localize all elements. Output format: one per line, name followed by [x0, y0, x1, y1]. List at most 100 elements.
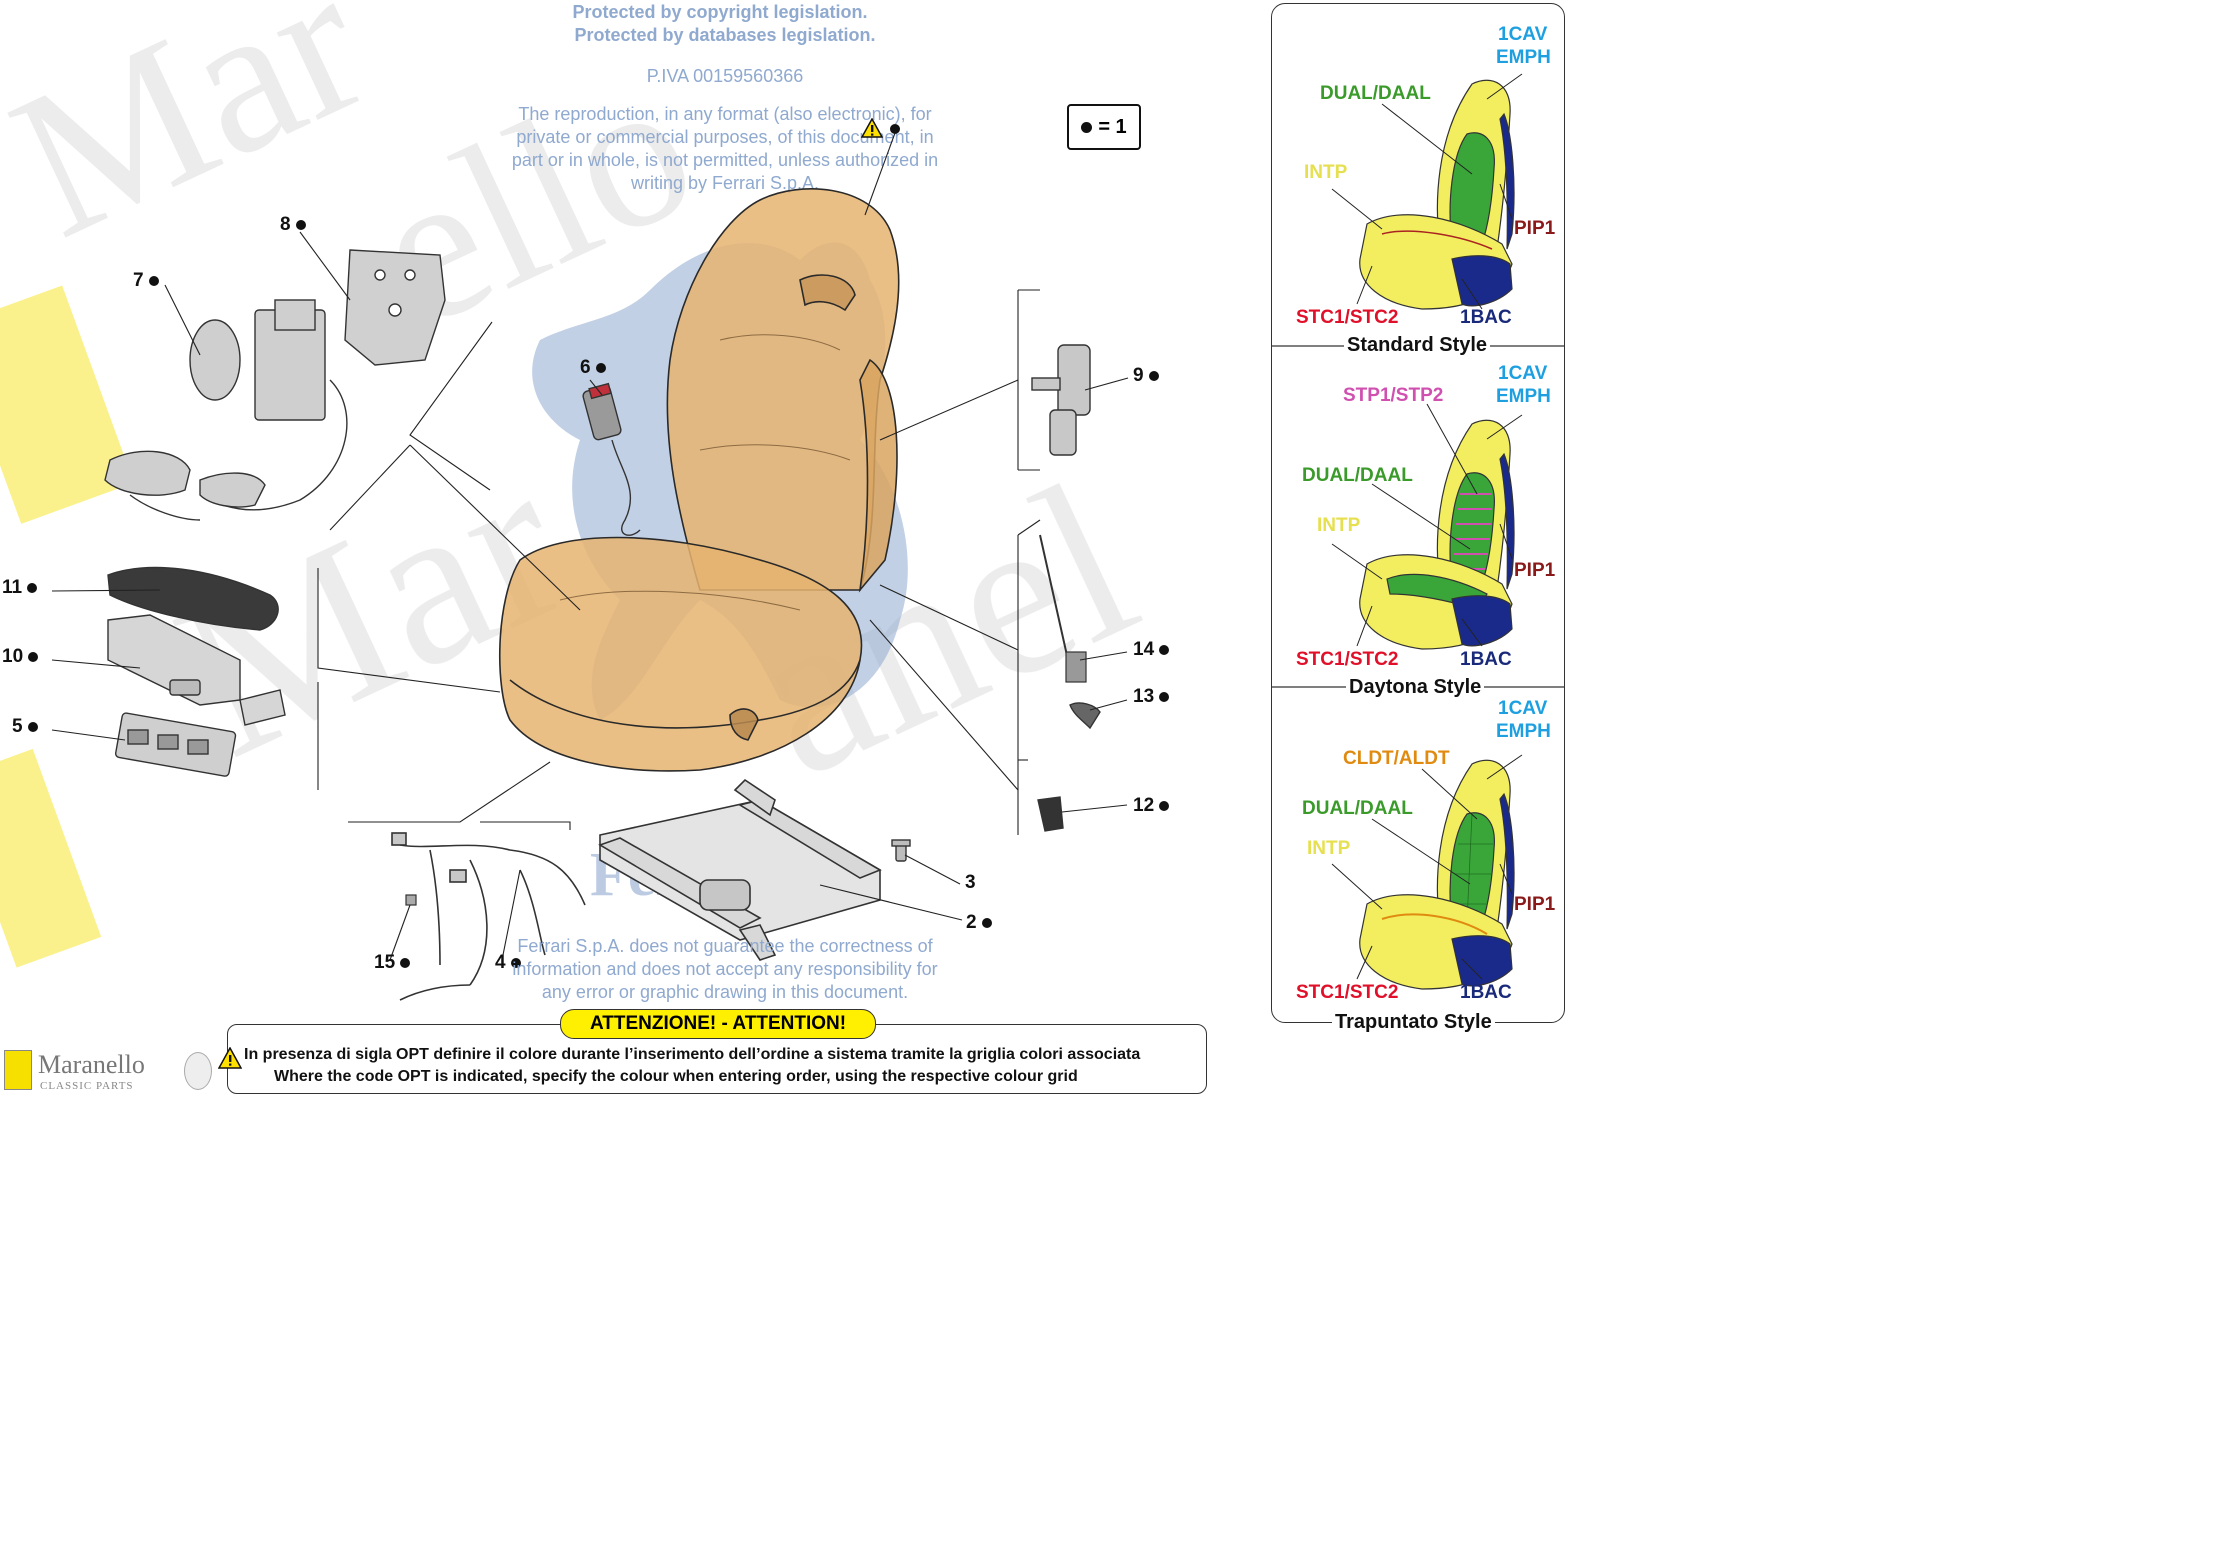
callout-15: 15: [374, 952, 411, 974]
callout-3-label: 3: [965, 872, 976, 893]
seat-callout-dot: [890, 124, 900, 134]
std-label-1bac: 1BAC: [1460, 307, 1512, 328]
callout-5: 5: [12, 716, 38, 738]
attention-warning-icon: [218, 1047, 242, 1069]
copyright-line-2: Protected by databases legislation.: [574, 25, 876, 45]
attention-title: ATTENZIONE! - ATTENTION!: [560, 1009, 876, 1039]
std-label-dual: DUAL/DAAL: [1320, 83, 1431, 104]
leader-lines: [51, 132, 1129, 961]
part-8-back-plate: [344, 249, 446, 366]
trap-label-dual: DUAL/DAAL: [1302, 798, 1413, 819]
callout-dot: [595, 362, 606, 373]
attention-text-english: Where the code OPT is indicated, specify…: [274, 1068, 1078, 1085]
disclaimer-line-2: information and does not accept any resp…: [512, 959, 938, 979]
callout-dot: [295, 219, 306, 230]
standard-style-title: Standard Style: [1344, 334, 1491, 357]
std-label-1cav: 1CAV: [1498, 24, 1548, 45]
disclaimer-line-1: Ferrari S.p.A. does not guarantee the co…: [517, 936, 933, 956]
warning-icon: [861, 118, 883, 138]
maranello-logo: Maranello CLASSIC PARTS: [4, 1048, 214, 1094]
standard-seat-illustration: [1359, 79, 1515, 310]
callout-dot: [28, 651, 39, 662]
callout-12: 12: [1133, 795, 1170, 817]
callout-dot: [1159, 644, 1170, 655]
callout-dot: [981, 917, 992, 928]
callout-9-label: 9: [1133, 365, 1144, 386]
std-label-intp: INTP: [1304, 162, 1348, 183]
legend-dot: [1081, 121, 1093, 133]
callout-6: 6: [580, 357, 606, 379]
callout-dot: [1159, 800, 1170, 811]
attention-text-italian: In presenza di sigla OPT definire il col…: [244, 1046, 1141, 1063]
part-9-motor: [1031, 344, 1091, 456]
reproduction-line-4: writing by Ferrari S.p.A.: [630, 173, 820, 193]
quantity-legend: = 1: [1067, 104, 1141, 150]
part-2-seat-rails: [598, 778, 882, 961]
callout-8-label: 8: [280, 214, 291, 235]
day-label-dual: DUAL/DAAL: [1302, 465, 1413, 486]
trap-label-pip1: PIP1: [1514, 894, 1556, 915]
piva-text: P.IVA 00159560366: [646, 66, 804, 86]
part-10-cushion-frame: [107, 614, 286, 726]
logo-subtitle: CLASSIC PARTS: [40, 1080, 134, 1092]
day-label-1bac: 1BAC: [1460, 649, 1512, 670]
callout-dot: [27, 721, 38, 732]
part-14-belt-strap: [1039, 534, 1087, 683]
part-11-cushion-heater: [107, 566, 279, 631]
std-label-stc: STC1/STC2: [1296, 307, 1399, 328]
part-13-latch: [1069, 702, 1101, 730]
part-3-screw: [891, 839, 911, 862]
day-label-pip1: PIP1: [1514, 560, 1556, 581]
callout-6-label: 6: [580, 357, 591, 378]
logo-name: Maranello: [38, 1050, 145, 1079]
trap-label-stc: STC1/STC2: [1296, 982, 1399, 1003]
std-label-emph: EMPH: [1496, 47, 1551, 68]
day-label-intp: INTP: [1317, 515, 1361, 536]
callout-9: 9: [1133, 365, 1159, 387]
part-15-connector: [405, 894, 417, 906]
day-label-stp: STP1/STP2: [1343, 385, 1444, 406]
reproduction-line-1: The reproduction, in any format (also el…: [518, 104, 932, 124]
part-5-control-unit: [114, 712, 237, 777]
callout-dot: [148, 275, 159, 286]
seat-body: [498, 188, 900, 772]
seat-exploded-diagram: Ferrari: [51, 132, 1129, 1001]
callout-dot: [1159, 691, 1170, 702]
callout-dot: [400, 957, 411, 968]
callout-dot: [27, 582, 38, 593]
trapuntato-style-title: Trapuntato Style: [1332, 1011, 1495, 1034]
ferrari-shield-icon: [4, 1050, 32, 1090]
daytona-seat-illustration: [1359, 419, 1515, 650]
callout-11-label: 11: [2, 577, 23, 598]
day-label-emph: EMPH: [1496, 386, 1551, 407]
callout-14: 14: [1133, 639, 1170, 661]
maserati-badge-icon: [184, 1052, 212, 1090]
trap-label-1cav: 1CAV: [1498, 698, 1548, 719]
callout-14-label: 14: [1133, 639, 1155, 660]
callout-10: 10: [2, 646, 39, 668]
callout-4-label: 4: [495, 952, 506, 973]
callout-4: 4: [495, 952, 521, 974]
legend-text: = 1: [1098, 115, 1127, 138]
callout-7-label: 7: [133, 270, 144, 291]
callout-13: 13: [1133, 686, 1170, 708]
callout-8: 8: [280, 214, 306, 236]
copyright-line-1: Protected by copyright legislation.: [572, 2, 868, 22]
trim-style-panel: 1CAV EMPH DUAL/DAAL INTP PIP1 STC1/STC2 …: [1271, 3, 1565, 1034]
callout-2: 2: [966, 912, 992, 934]
callout-13-label: 13: [1133, 686, 1155, 707]
callout-7: 7: [133, 270, 159, 292]
part-6-belt-buckle: [582, 382, 641, 536]
day-label-1cav: 1CAV: [1498, 363, 1548, 384]
trapuntato-seat-illustration: [1359, 759, 1515, 990]
style-seat-illustrations: [1272, 73, 1564, 990]
trap-label-cldt: CLDT/ALDT: [1343, 748, 1450, 769]
callout-5-label: 5: [12, 716, 23, 737]
trap-label-1bac: 1BAC: [1460, 982, 1512, 1003]
disclaimer-line-3: any error or graphic drawing in this doc…: [541, 982, 909, 1002]
callout-15-label: 15: [374, 952, 396, 973]
std-label-pip1: PIP1: [1514, 218, 1556, 239]
trap-label-intp: INTP: [1307, 838, 1351, 859]
callout-10-label: 10: [2, 646, 24, 667]
part-4-wiring-harness: [391, 832, 586, 1001]
